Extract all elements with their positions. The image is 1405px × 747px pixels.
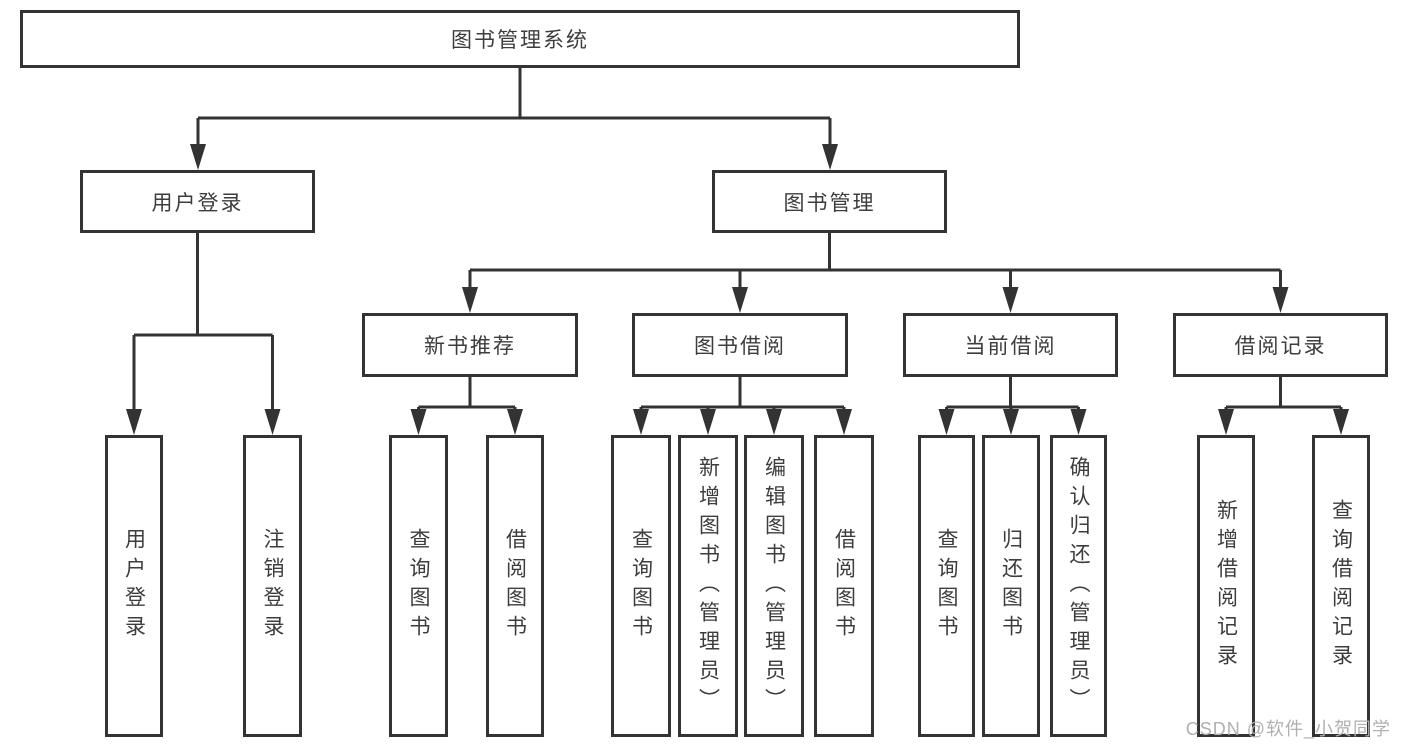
watermark: CSDN @软件_小贺同学 (1185, 719, 1391, 739)
leaf-edit-books-admin: 编辑图书（管理员） (744, 435, 804, 737)
leaf-return-books: 归还图书 (982, 435, 1040, 737)
connector-records-to-leaves (1224, 377, 1343, 413)
leaf-add-books-admin: 新增图书（管理员） (678, 435, 738, 737)
connector-root-to-level2 (196, 68, 832, 148)
leaf-confirm-return-admin: 确认归还（管理员） (1050, 435, 1107, 737)
connector-new-book-to-leaves (417, 377, 517, 413)
node-current-borrowing: 当前借阅 (903, 313, 1118, 377)
connector-book-mgmt-to-level3 (468, 233, 1282, 291)
node-root-system: 图书管理系统 (20, 10, 1020, 68)
node-book-management: 图书管理 (712, 170, 947, 233)
leaf-query-books-recommend: 查询图书 (389, 435, 448, 737)
connector-current-to-leaves (945, 377, 1080, 413)
leaf-borrow-books-recommend: 借阅图书 (486, 435, 544, 737)
leaf-query-books-current: 查询图书 (918, 435, 975, 737)
connector-borrow-to-leaves (639, 377, 846, 413)
leaf-query-books-borrow: 查询图书 (611, 435, 671, 737)
node-book-borrowing: 图书借阅 (632, 313, 848, 377)
node-borrowing-records: 借阅记录 (1173, 313, 1388, 377)
node-user-login: 用户登录 (80, 170, 315, 233)
leaf-add-borrow-record: 新增借阅记录 (1197, 435, 1255, 737)
leaf-logout: 注销登录 (243, 435, 302, 737)
leaf-borrow-books: 借阅图书 (814, 435, 874, 737)
leaf-query-borrow-record: 查询借阅记录 (1312, 435, 1370, 737)
leaf-user-login: 用户登录 (105, 435, 163, 737)
node-new-book-recommend: 新书推荐 (362, 313, 578, 377)
connector-user-login-to-leaves (132, 233, 274, 413)
